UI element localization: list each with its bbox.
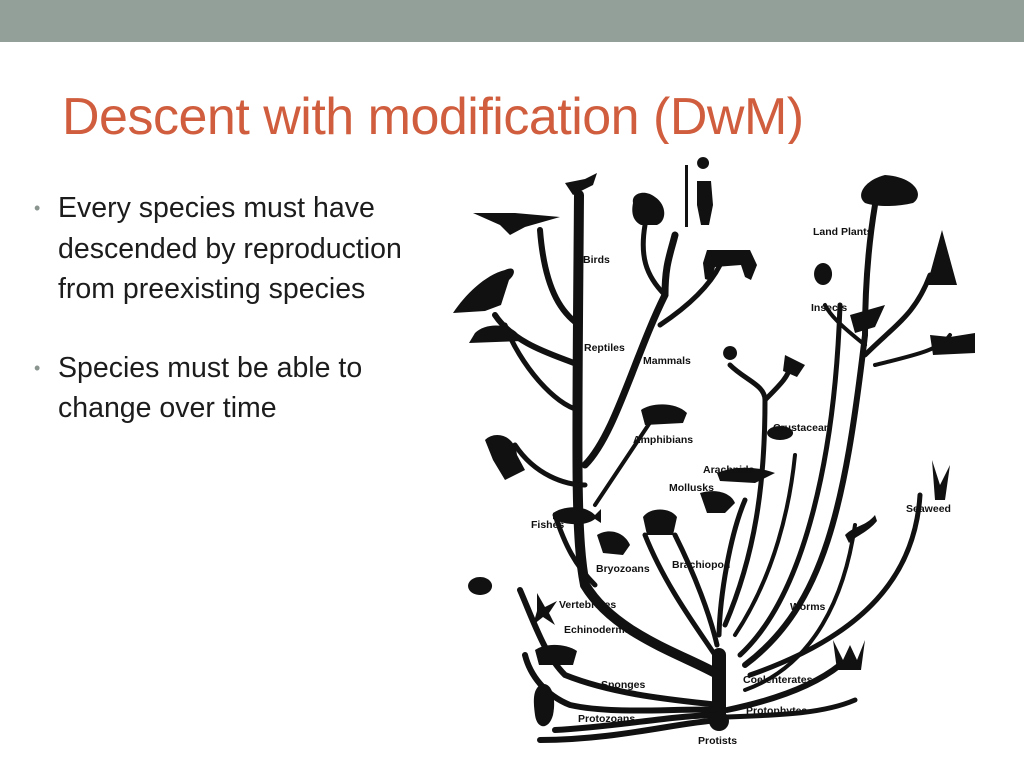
shell-icon: [643, 510, 677, 536]
bullet-list: • Every species must have descended by r…: [34, 188, 444, 467]
starfish-icon: [533, 593, 557, 625]
label-reptiles: Reptiles: [584, 342, 625, 354]
label-amphibians: Amphibians: [633, 434, 693, 446]
turtle-icon: [469, 326, 523, 344]
trilobite-icon: [700, 491, 735, 513]
label-insects: Insects: [811, 302, 847, 314]
seaweed-plant-icon: [930, 333, 975, 355]
label-protists: Protists: [698, 735, 737, 747]
label-mammals: Mammals: [643, 355, 691, 367]
human-icon: [697, 157, 713, 225]
zebra-icon: [703, 250, 757, 281]
label-fishes: Fishes: [531, 519, 564, 531]
label-echinoderms: Echinoderms: [564, 624, 631, 636]
label-land-plants: Land Plants: [813, 226, 873, 238]
beetle-icon: [814, 263, 832, 285]
protist-root-icon: [709, 711, 729, 731]
seaweed-icon: [932, 460, 950, 500]
label-seaweed: Seaweed: [906, 503, 951, 515]
gorilla-icon: [632, 193, 664, 225]
coelenterate-icon: [833, 640, 865, 670]
shark-icon: [485, 435, 525, 480]
frog-icon: [641, 404, 687, 425]
bullet-dot-icon: •: [34, 188, 40, 229]
label-vertebrates: Vertebrates: [559, 599, 616, 611]
evolution-tree-svg: Land Plants Birds Insects Reptiles Mamma…: [445, 155, 1024, 768]
label-brachiopod: Brachiopod: [672, 559, 730, 571]
label-mollusks: Mollusks: [669, 482, 714, 494]
top-bar: [0, 0, 1024, 42]
label-protophytes: Protophytes: [746, 705, 807, 717]
dinosaur-icon: [453, 268, 514, 313]
coral-icon: [468, 577, 492, 595]
spider-icon: [723, 346, 737, 360]
label-bryozoans: Bryozoans: [596, 563, 650, 575]
pterosaur-icon: [473, 213, 560, 235]
slide-title: Descent with modification (DwM): [62, 84, 862, 144]
bullet-text: Species must be able to change over time: [58, 352, 362, 425]
sponge-icon: [535, 645, 577, 665]
label-sponges: Sponges: [601, 679, 645, 691]
bullet-item: • Species must be able to change over ti…: [34, 348, 444, 429]
label-crustacean: Crustacean: [773, 422, 830, 434]
bryozoan-icon: [597, 531, 630, 555]
tree-icon: [861, 175, 918, 206]
label-protozoans: Protozoans: [578, 713, 635, 725]
label-coelenterates: Coelenterates: [743, 674, 813, 686]
evolution-tree-figure: Land Plants Birds Insects Reptiles Mamma…: [445, 155, 1024, 768]
bullet-text: Every species must have descended by rep…: [58, 192, 402, 305]
bullet-item: • Every species must have descended by r…: [34, 188, 444, 310]
tree-labels: Land Plants Birds Insects Reptiles Mamma…: [531, 226, 951, 747]
label-birds: Birds: [583, 254, 610, 266]
label-arachnids: Arachnids: [703, 464, 755, 476]
worm-icon: [845, 515, 877, 543]
bullet-dot-icon: •: [34, 348, 40, 389]
human-staff-icon: [685, 165, 688, 227]
conifer-icon: [927, 230, 957, 285]
protozoan-icon: [534, 684, 554, 726]
label-worms: Worms: [790, 601, 826, 613]
